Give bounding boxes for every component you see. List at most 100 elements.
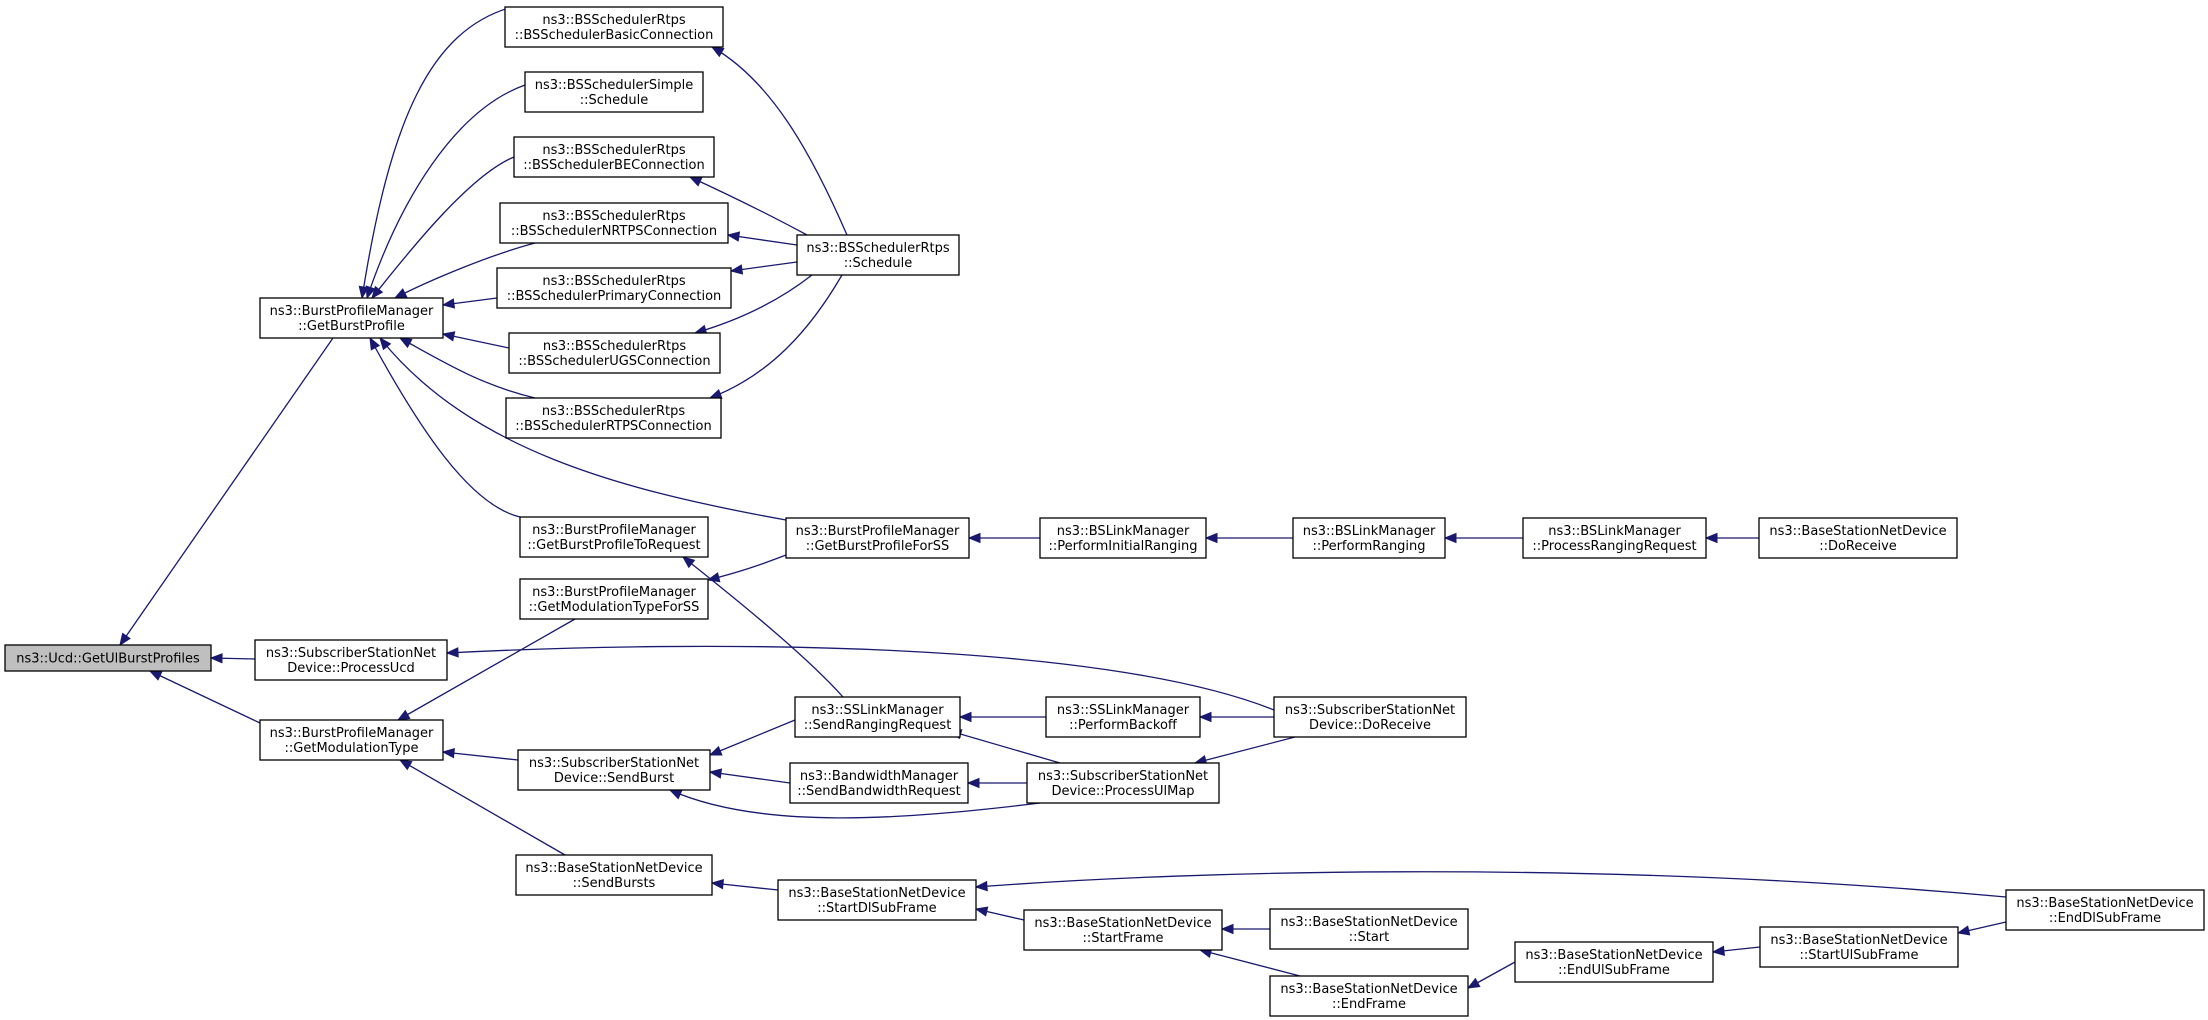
node-bsnd_start[interactable]: ns3::BaseStationNetDevice::Start (1269, 908, 1469, 950)
node-box[interactable] (259, 719, 444, 761)
edge-bsrtps_schedule-to-bsrtps_primary (729, 261, 798, 275)
node-box[interactable] (1514, 941, 1714, 983)
node-bpm_getburstprofiletorequest[interactable]: ns3::BurstProfileManager::GetBurstProfil… (519, 516, 709, 558)
edge-line (1194, 736, 1296, 764)
edge-bslm_processrangingrequest-to-bslm_performranging (1443, 532, 1523, 544)
node-bslm_processrangingrequest[interactable]: ns3::BSLinkManager::ProcessRangingReques… (1522, 517, 1707, 559)
node-box[interactable] (496, 267, 732, 309)
node-box[interactable] (515, 854, 713, 896)
node-box[interactable] (796, 234, 960, 276)
edge-line (379, 337, 787, 521)
edge-line (397, 618, 576, 721)
node-bsnd_endulsubframe[interactable]: ns3::BaseStationNetDevice::EndUlSubFrame (1514, 941, 1714, 983)
node-bsnd_startframe[interactable]: ns3::BaseStationNetDevice::StartFrame (1023, 909, 1223, 951)
edge-line (707, 554, 787, 581)
arrowhead (1466, 977, 1481, 989)
node-label-line: ::BSSchedulerBEConnection (523, 158, 704, 173)
node-box[interactable] (254, 639, 448, 681)
node-box[interactable] (794, 696, 961, 738)
node-box[interactable] (1292, 517, 1446, 559)
edge-bslm_performinitialranging-to-bpm_getburstprofileforss (967, 532, 1040, 544)
node-label-line: ns3::BSSchedulerRtps (806, 241, 949, 256)
node-label-line: Device::ProcessUlMap (1051, 784, 1194, 799)
edge-sslm_performbackoff-to-sslm_sendrangingrequest (958, 711, 1046, 723)
node-box[interactable] (4, 644, 212, 672)
arrowhead (681, 556, 696, 569)
node-label-line: ns3::BaseStationNetDevice (525, 861, 702, 876)
node-box[interactable] (1759, 926, 1959, 968)
edge-ssnd_doreceive-to-ssnd_processulmap (1193, 736, 1296, 766)
node-box[interactable] (505, 397, 722, 439)
node-bsnd_enddlsubframe[interactable]: ns3::BaseStationNetDevice::EndDlSubFrame (2005, 889, 2205, 931)
node-sslm_performbackoff[interactable]: ns3::SSLinkManager::PerformBackoff (1045, 696, 1201, 738)
node-box[interactable] (777, 879, 977, 921)
node-bsnd_endframe[interactable]: ns3::BaseStationNetDevice::EndFrame (1269, 975, 1469, 1017)
node-box[interactable] (1269, 975, 1469, 1017)
node-bsnd_doreceive[interactable]: ns3::BaseStationNetDevice::DoReceive (1758, 517, 1958, 559)
node-box[interactable] (1269, 908, 1469, 950)
node-box[interactable] (259, 297, 444, 339)
edge-ssnd_processulmap-to-sslm_sendrangingrequest (948, 729, 1061, 764)
node-ucd_getulburstprofiles[interactable]: ns3::Ucd::GetUlBurstProfiles (4, 644, 212, 672)
edge-bpm_getmodulationtypeforss-to-bpm_getmodulationtype (396, 618, 576, 721)
edge-line (709, 771, 791, 784)
node-label-line: ns3::BaseStationNetDevice (1280, 915, 1457, 930)
edge-line (399, 759, 566, 856)
node-box[interactable] (504, 6, 724, 48)
edge-bsrtps_be-to-bpm_getburstprofile (371, 156, 515, 300)
node-box[interactable] (1045, 696, 1201, 738)
node-bsrtps_basic[interactable]: ns3::BSSchedulerRtps::BSSchedulerBasicCo… (504, 6, 724, 48)
node-label-line: ns3::SubscriberStationNet (1285, 703, 1455, 718)
node-box[interactable] (1273, 696, 1467, 738)
node-box[interactable] (519, 516, 709, 558)
node-label-line: ::BSSchedulerBasicConnection (515, 28, 714, 43)
node-bsrtps_schedule[interactable]: ns3::BSSchedulerRtps::Schedule (796, 234, 960, 276)
node-bsrtps_rtps[interactable]: ns3::BSSchedulerRtps::BSSchedulerRTPSCon… (505, 397, 722, 439)
node-label-line: ::PerformRanging (1312, 539, 1425, 554)
arrowhead (974, 880, 988, 892)
node-bpm_getmodulationtypeforss[interactable]: ns3::BurstProfileManager::GetModulationT… (519, 578, 709, 620)
node-label-line: ::GetBurstProfileToRequest (527, 538, 700, 553)
node-box[interactable] (2005, 889, 2205, 931)
node-box[interactable] (1522, 517, 1707, 559)
node-bslm_performranging[interactable]: ns3::BSLinkManager::PerformRanging (1292, 517, 1446, 559)
node-ssnd_doreceive[interactable]: ns3::SubscriberStationNetDevice::DoRecei… (1273, 696, 1467, 738)
node-bwm_sendbandwidthrequest[interactable]: ns3::BandwidthManager::SendBandwidthRequ… (789, 762, 969, 804)
arrowhead (398, 337, 413, 349)
node-bsrtps_be[interactable]: ns3::BSSchedulerRtps::BSSchedulerBEConne… (513, 136, 715, 178)
node-box[interactable] (1758, 517, 1958, 559)
node-box[interactable] (519, 578, 709, 620)
node-box[interactable] (513, 136, 715, 178)
node-bpm_getburstprofileforss[interactable]: ns3::BurstProfileManager::GetBurstProfil… (785, 517, 970, 559)
node-box[interactable] (789, 762, 969, 804)
node-box[interactable] (499, 202, 729, 244)
node-label-line: ns3::SubscriberStationNet (529, 756, 699, 771)
arrowhead (729, 264, 744, 275)
node-bsrtps_primary[interactable]: ns3::BSSchedulerRtps::BSSchedulerPrimary… (496, 267, 732, 309)
node-ssnd_sendburst[interactable]: ns3::SubscriberStationNetDevice::SendBur… (517, 749, 711, 791)
node-bpm_getmodulationtype[interactable]: ns3::BurstProfileManager::GetModulationT… (259, 719, 444, 761)
node-box[interactable] (1039, 517, 1207, 559)
edge-line (975, 871, 2007, 898)
node-bpm_getburstprofile[interactable]: ns3::BurstProfileManager::GetBurstProfil… (259, 297, 444, 339)
node-label-line: Device::SendBurst (554, 771, 674, 786)
node-bslm_performinitialranging[interactable]: ns3::BSLinkManager::PerformInitialRangin… (1039, 517, 1207, 559)
node-box[interactable] (524, 71, 704, 113)
arrowhead (441, 298, 456, 309)
node-ssnd_processucd[interactable]: ns3::SubscriberStationNetDevice::Process… (254, 639, 448, 681)
node-bsnd_startdlsubframe[interactable]: ns3::BaseStationNetDevice::StartDlSubFra… (777, 879, 977, 921)
arrowhead (1711, 945, 1725, 956)
node-ssnd_processulmap[interactable]: ns3::SubscriberStationNetDevice::Process… (1026, 762, 1220, 804)
node-label-line: ns3::BaseStationNetDevice (2016, 896, 2193, 911)
node-box[interactable] (517, 749, 711, 791)
node-box[interactable] (785, 517, 970, 559)
node-bsrtps_ugs[interactable]: ns3::BSSchedulerRtps::BSSchedulerUGSConn… (508, 332, 721, 374)
node-bsnd_startulsubframe[interactable]: ns3::BaseStationNetDevice::StartUlSubFra… (1759, 926, 1959, 968)
node-sslm_sendrangingrequest[interactable]: ns3::SSLinkManager::SendRangingRequest (794, 696, 961, 738)
node-box[interactable] (508, 332, 721, 374)
node-box[interactable] (1026, 762, 1220, 804)
node-box[interactable] (1023, 909, 1223, 951)
node-bsnd_sendbursts[interactable]: ns3::BaseStationNetDevice::SendBursts (515, 854, 713, 896)
node-bssimple_schedule[interactable]: ns3::BSSchedulerSimple::Schedule (524, 71, 704, 113)
node-bsrtps_nrtps[interactable]: ns3::BSSchedulerRtps::BSSchedulerNRTPSCo… (499, 202, 729, 244)
